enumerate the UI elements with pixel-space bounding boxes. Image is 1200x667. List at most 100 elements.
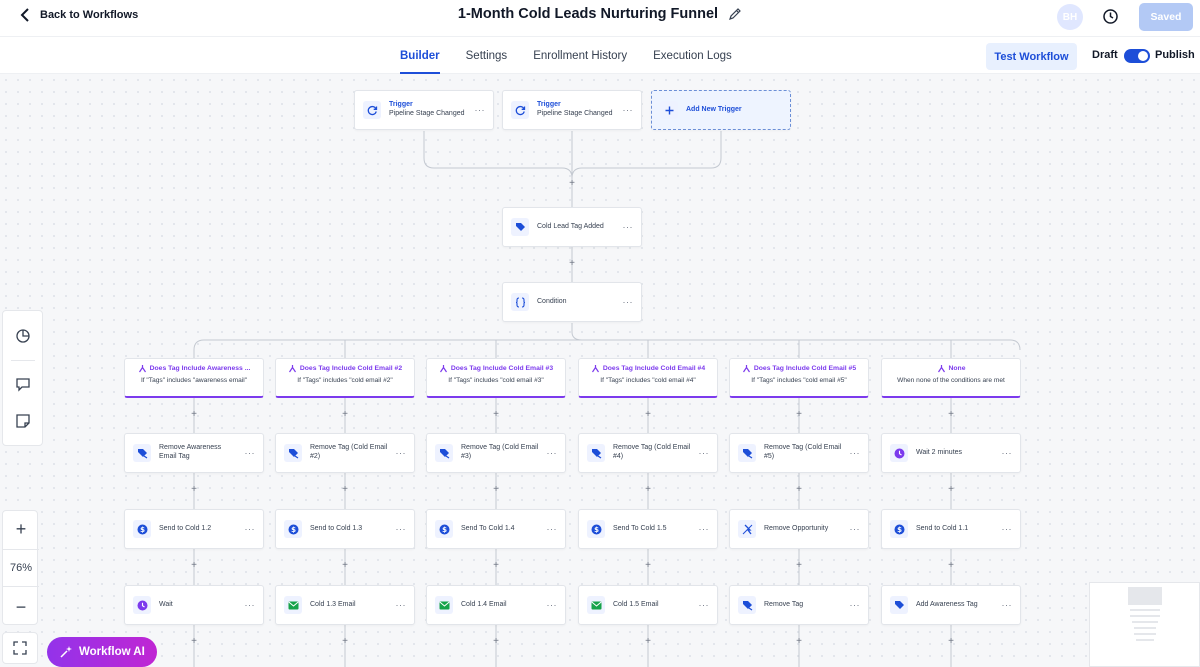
add-step-plus[interactable]: + [342, 636, 348, 647]
workflow-ai-label: Workflow AI [79, 646, 145, 658]
add-step-plus[interactable]: + [796, 636, 802, 647]
sticky-note-icon[interactable] [15, 413, 31, 429]
add-step-plus[interactable]: + [493, 560, 499, 571]
more-options-icon[interactable]: ··· [622, 222, 633, 232]
action-node[interactable]: Remove Tag··· [729, 585, 869, 625]
fit-view-button[interactable] [2, 632, 38, 664]
more-options-icon[interactable]: ··· [849, 448, 860, 458]
add-step-plus[interactable]: + [645, 636, 651, 647]
history-icon[interactable] [1102, 8, 1119, 25]
tab-settings[interactable]: Settings [465, 50, 508, 62]
pie-chart-icon[interactable] [15, 328, 31, 344]
more-options-icon[interactable]: ··· [698, 524, 709, 534]
more-options-icon[interactable]: ··· [546, 448, 557, 458]
action-node[interactable]: $Send to Cold 1.3··· [275, 509, 415, 549]
branch-node[interactable]: Does Tag Include Awareness ...If "Tags" … [124, 358, 264, 398]
pencil-icon[interactable] [728, 7, 742, 21]
more-options-icon[interactable]: ··· [546, 600, 557, 610]
add-step-plus[interactable]: + [191, 484, 197, 495]
test-workflow-button[interactable]: Test Workflow [986, 43, 1077, 70]
publish-toggle[interactable] [1124, 49, 1150, 63]
action-node[interactable]: $Send to Cold 1.2··· [124, 509, 264, 549]
action-node[interactable]: $Send To Cold 1.5··· [578, 509, 718, 549]
action-node[interactable]: Remove Tag (Cold Email #5)··· [729, 433, 869, 473]
add-step-plus[interactable]: + [569, 258, 575, 269]
action-node[interactable]: Remove Opportunity··· [729, 509, 869, 549]
action-node[interactable]: Add Awareness Tag··· [881, 585, 1021, 625]
more-options-icon[interactable]: ··· [698, 600, 709, 610]
branch-title: Does Tag Include Cold Email #5 [730, 364, 868, 373]
add-step-plus[interactable]: + [342, 560, 348, 571]
action-node[interactable]: Cold 1.4 Email··· [426, 585, 566, 625]
add-step-plus[interactable]: + [796, 409, 802, 420]
add-step-plus[interactable]: + [948, 484, 954, 495]
more-options-icon[interactable]: ··· [395, 524, 406, 534]
more-options-icon[interactable]: ··· [474, 105, 485, 115]
add-step-plus[interactable]: + [493, 409, 499, 420]
add-step-plus[interactable]: + [191, 560, 197, 571]
action-node[interactable]: Remove Tag (Cold Email #2)··· [275, 433, 415, 473]
add-step-plus[interactable]: + [342, 484, 348, 495]
action-node[interactable]: Remove Tag (Cold Email #3)··· [426, 433, 566, 473]
more-options-icon[interactable]: ··· [622, 297, 633, 307]
more-options-icon[interactable]: ··· [244, 524, 255, 534]
add-step-plus[interactable]: + [645, 484, 651, 495]
more-options-icon[interactable]: ··· [698, 448, 709, 458]
action-node[interactable]: $Send to Cold 1.1··· [881, 509, 1021, 549]
action-node[interactable]: Cold 1.3 Email··· [275, 585, 415, 625]
more-options-icon[interactable]: ··· [244, 448, 255, 458]
more-options-icon[interactable]: ··· [395, 448, 406, 458]
add-step-plus[interactable]: + [645, 409, 651, 420]
more-options-icon[interactable]: ··· [849, 524, 860, 534]
tag-added-node[interactable]: Cold Lead Tag Added ··· [502, 207, 642, 247]
action-node[interactable]: Remove Tag (Cold Email #4)··· [578, 433, 718, 473]
add-new-trigger-button[interactable]: Add New Trigger [651, 90, 791, 130]
action-node[interactable]: Wait 2 minutes··· [881, 433, 1021, 473]
condition-node[interactable]: Condition ··· [502, 282, 642, 322]
tab-execution-logs[interactable]: Execution Logs [653, 50, 732, 62]
comment-icon[interactable] [15, 376, 31, 392]
add-step-plus[interactable]: + [191, 636, 197, 647]
add-step-plus[interactable]: + [493, 636, 499, 647]
add-step-plus[interactable]: + [191, 409, 197, 420]
add-step-plus[interactable]: + [645, 560, 651, 571]
workflow-ai-button[interactable]: Workflow AI [47, 637, 157, 667]
avatar[interactable]: BH [1057, 4, 1083, 30]
add-step-plus[interactable]: + [493, 484, 499, 495]
action-node[interactable]: Remove Awareness Email Tag··· [124, 433, 264, 473]
more-options-icon[interactable]: ··· [395, 600, 406, 610]
more-options-icon[interactable]: ··· [1001, 448, 1012, 458]
action-node[interactable]: Wait··· [124, 585, 264, 625]
add-step-plus[interactable]: + [948, 560, 954, 571]
add-step-plus[interactable]: + [948, 409, 954, 420]
minimap[interactable] [1089, 582, 1200, 667]
saved-button[interactable]: Saved [1139, 3, 1193, 31]
action-node[interactable]: $Send To Cold 1.4··· [426, 509, 566, 549]
zoom-out-button[interactable]: − [15, 596, 27, 617]
more-options-icon[interactable]: ··· [849, 600, 860, 610]
zoom-in-button[interactable]: + [15, 518, 27, 539]
branch-subtitle: If "Tags" includes "awareness email" [140, 377, 248, 384]
more-options-icon[interactable]: ··· [244, 600, 255, 610]
more-options-icon[interactable]: ··· [1001, 524, 1012, 534]
tab-builder[interactable]: Builder [400, 37, 440, 75]
more-options-icon[interactable]: ··· [1001, 600, 1012, 610]
add-step-plus[interactable]: + [948, 636, 954, 647]
action-node[interactable]: Cold 1.5 Email··· [578, 585, 718, 625]
add-step-plus[interactable]: + [569, 178, 575, 189]
tab-enrollment-history[interactable]: Enrollment History [533, 50, 628, 62]
add-step-plus[interactable]: + [796, 484, 802, 495]
more-options-icon[interactable]: ··· [546, 524, 557, 534]
workflow-canvas[interactable]: + + + + + + + + + + + + + + + + + + + + … [0, 74, 1200, 667]
add-step-plus[interactable]: + [796, 560, 802, 571]
back-to-workflows-link[interactable]: Back to Workflows [20, 8, 138, 22]
more-options-icon[interactable]: ··· [622, 105, 633, 115]
add-step-plus[interactable]: + [342, 409, 348, 420]
